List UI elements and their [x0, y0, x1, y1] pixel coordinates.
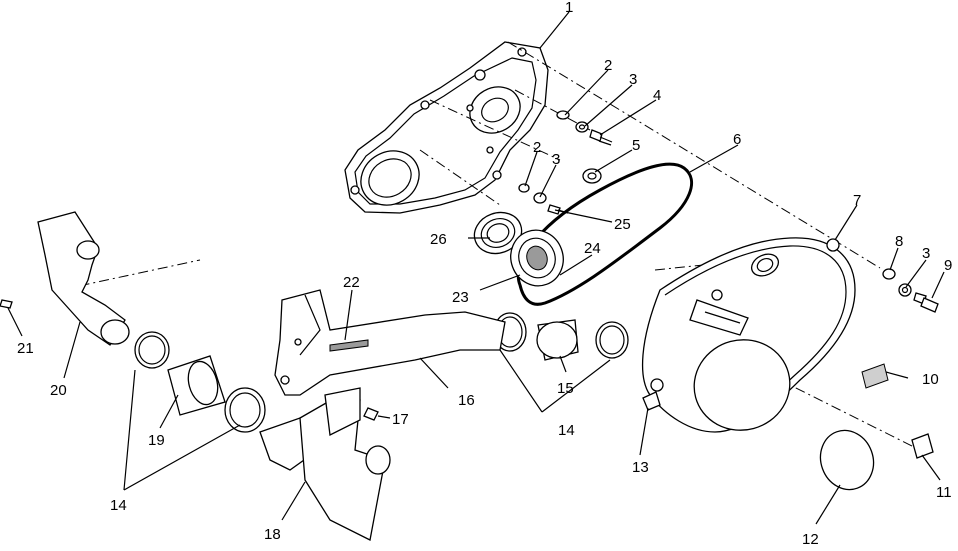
callout-11: 11	[936, 484, 952, 501]
decals-and-plate	[819, 363, 934, 491]
callout-15: 15	[557, 380, 574, 397]
callout-1: 1	[565, 0, 573, 16]
hardware-upper	[518, 110, 613, 215]
intake-duct-part-20	[37, 211, 130, 346]
callout-17: 17	[392, 411, 409, 428]
inner-cover-part-1	[344, 41, 549, 214]
seals	[473, 211, 564, 287]
callout-labels: 1 2 3 4 5 6 2 3 7 8 3 9 25 26 24 22 23 2…	[17, 0, 952, 548]
callout-14: 14	[110, 497, 127, 514]
callout-22: 22	[343, 274, 360, 291]
callout-2: 2	[533, 139, 541, 156]
callout-19: 19	[148, 432, 165, 449]
callout-9: 9	[944, 257, 952, 274]
callout-21: 21	[17, 340, 34, 357]
callout-23: 23	[452, 289, 469, 306]
callout-5: 5	[632, 137, 640, 154]
outer-cover-part-7	[642, 237, 856, 433]
callout-26: 26	[430, 231, 447, 248]
screws	[0, 299, 379, 421]
callout-20: 20	[50, 382, 67, 399]
callout-6: 6	[733, 131, 741, 148]
leader-lines	[7, 11, 945, 525]
callout-24: 24	[584, 240, 601, 257]
callout-14: 14	[558, 422, 575, 439]
duct-part-16-22	[274, 289, 506, 396]
callout-25: 25	[614, 216, 631, 233]
callout-3: 3	[629, 71, 637, 88]
hardware-right	[882, 268, 939, 313]
duct-part-18	[299, 387, 391, 541]
callout-10: 10	[922, 371, 939, 388]
callout-2: 2	[604, 57, 612, 74]
callout-3: 3	[552, 151, 560, 168]
callout-8: 8	[895, 233, 903, 250]
callout-4: 4	[653, 87, 661, 104]
callout-13: 13	[632, 459, 649, 476]
callout-3: 3	[922, 245, 930, 262]
clamps-and-boots	[134, 312, 629, 471]
drive-belt-part-6	[516, 162, 694, 306]
callout-18: 18	[264, 526, 281, 543]
callout-12: 12	[802, 531, 819, 548]
callout-16: 16	[458, 392, 475, 409]
callout-7: 7	[853, 192, 861, 209]
